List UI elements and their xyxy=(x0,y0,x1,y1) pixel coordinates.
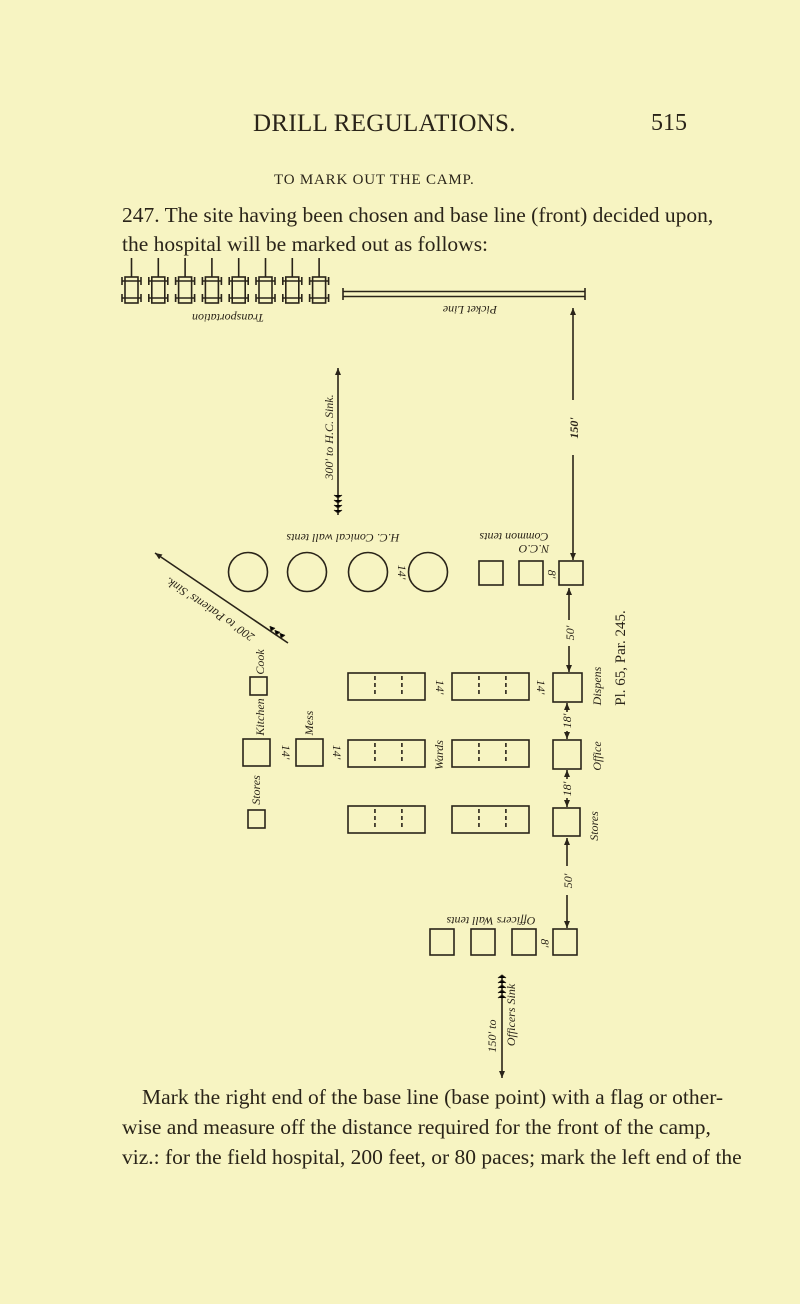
wards-label: Wards xyxy=(432,740,446,770)
wagon-wheels xyxy=(228,277,249,302)
hc-sink-label: 300' to H.C. Sink. xyxy=(322,394,336,480)
cook-label: Cook xyxy=(253,649,267,675)
ward-outline xyxy=(347,672,426,701)
mess-ward-gap-label: 14' xyxy=(330,745,344,760)
officers-tents xyxy=(429,928,578,956)
dist-18-a-label: 18' xyxy=(560,713,574,728)
officers-gap-label: 8' xyxy=(538,939,552,948)
wagon-wheels xyxy=(201,277,223,302)
ward-outline xyxy=(451,805,530,834)
wagon-icon xyxy=(255,258,276,304)
feather-icon xyxy=(269,625,286,639)
ward-tent xyxy=(451,805,530,834)
wagon-wheels xyxy=(148,277,169,302)
cook-tent xyxy=(249,676,268,696)
mess-label: Mess xyxy=(302,710,316,736)
nco-tent xyxy=(518,560,544,586)
office-tent xyxy=(552,739,582,770)
conical-tent xyxy=(227,551,269,593)
ward-outline xyxy=(451,739,530,768)
ward-dispens-gap-label: 14' xyxy=(534,680,548,695)
ward-gap-label: 14' xyxy=(433,680,447,695)
officers-tents-label: Officers Wall tents xyxy=(446,914,535,928)
nco-tent xyxy=(558,560,584,586)
paragraph-line: the hospital will be marked out as follo… xyxy=(122,232,489,256)
conical-tent xyxy=(347,551,389,593)
wagon-wheels xyxy=(282,277,303,302)
dist-18-b-label: 18' xyxy=(560,781,574,796)
transportation-label: Transportation xyxy=(192,311,264,325)
officer-tent xyxy=(470,928,496,956)
stores-left-label: Stores xyxy=(249,775,263,805)
patients-sink-label: 200' to Patients' Sink. xyxy=(163,574,257,644)
ward-tent xyxy=(451,739,530,768)
feather-icon xyxy=(497,974,507,999)
conical-tent xyxy=(407,551,449,593)
dist-50-top-label: 50' xyxy=(563,625,577,640)
transportation-wagons xyxy=(121,258,330,304)
officers-sink-label-a: 150' to xyxy=(485,1020,499,1053)
mess-tent xyxy=(295,738,324,767)
picket-line-label: Picket Line xyxy=(442,303,498,317)
dispensary-tent xyxy=(552,672,583,703)
ward-tent xyxy=(347,672,426,701)
wagon-icon xyxy=(308,258,330,304)
wagon-wheels xyxy=(255,277,276,302)
conical-tents xyxy=(227,551,449,593)
stores-right-tent xyxy=(552,807,581,837)
wagon-icon xyxy=(148,258,169,304)
plate-reference: Pl. 65, Par. 245. xyxy=(613,610,629,705)
ward-outline xyxy=(451,672,530,701)
kitchen-mess-gap-label: 14' xyxy=(279,745,293,760)
paragraph-line: wise and measure off the distance requir… xyxy=(122,1115,711,1139)
ward-outline xyxy=(347,739,426,768)
ward-tent xyxy=(347,739,426,768)
nco-gap-label: 8' xyxy=(545,570,559,579)
hc-tents-label: H.C. Conical wall tents xyxy=(286,531,400,545)
dispens-label: Dispens xyxy=(590,666,604,706)
wagon-wheels xyxy=(174,277,196,302)
kitchen-label: Kitchen xyxy=(253,698,267,736)
ward-tent xyxy=(451,672,530,701)
wagon-icon xyxy=(228,258,249,304)
wagon-icon xyxy=(121,258,142,304)
officer-tent xyxy=(552,928,578,956)
nco-label: N.C.O xyxy=(518,542,550,556)
dist-150-label: 150' xyxy=(567,417,581,439)
ward-tents xyxy=(347,672,530,834)
running-title: DRILL REGULATIONS. xyxy=(253,110,516,137)
nco-tent xyxy=(478,560,504,586)
dist-50-bottom-label: 50' xyxy=(561,873,575,888)
conical-tent xyxy=(286,551,328,593)
wagon-icon xyxy=(201,258,223,304)
section-heading: TO MARK OUT THE CAMP. xyxy=(274,172,475,188)
picket-line xyxy=(342,288,586,300)
wagon-icon xyxy=(282,258,303,304)
paragraph-line: Mark the right end of the base line (bas… xyxy=(142,1085,724,1109)
patients-sink-arrow xyxy=(154,552,289,644)
officers-sink-label-b: Officers Sink xyxy=(504,983,518,1046)
wagon-wheels xyxy=(308,277,330,302)
nco-tents xyxy=(478,560,584,586)
kitchen-tent xyxy=(242,738,271,767)
ward-tent xyxy=(347,805,426,834)
feather-icon xyxy=(333,494,343,514)
page-number: 515 xyxy=(651,110,687,136)
officer-tent xyxy=(511,928,537,956)
stores-right-label: Stores xyxy=(587,811,601,841)
wagon-wheels xyxy=(121,277,142,302)
circle-gap-label: 14' xyxy=(395,565,409,580)
common-tents-label: Common tents xyxy=(479,530,548,544)
officer-tent xyxy=(429,928,455,956)
office-label: Office xyxy=(590,741,604,771)
stores-left-tent xyxy=(247,809,266,829)
wagon-icon xyxy=(174,258,196,304)
ward-outline xyxy=(347,805,426,834)
paragraph-line: viz.: for the field hospital, 200 feet, … xyxy=(122,1145,742,1169)
paragraph-line: 247. The site having been chosen and bas… xyxy=(122,203,714,227)
